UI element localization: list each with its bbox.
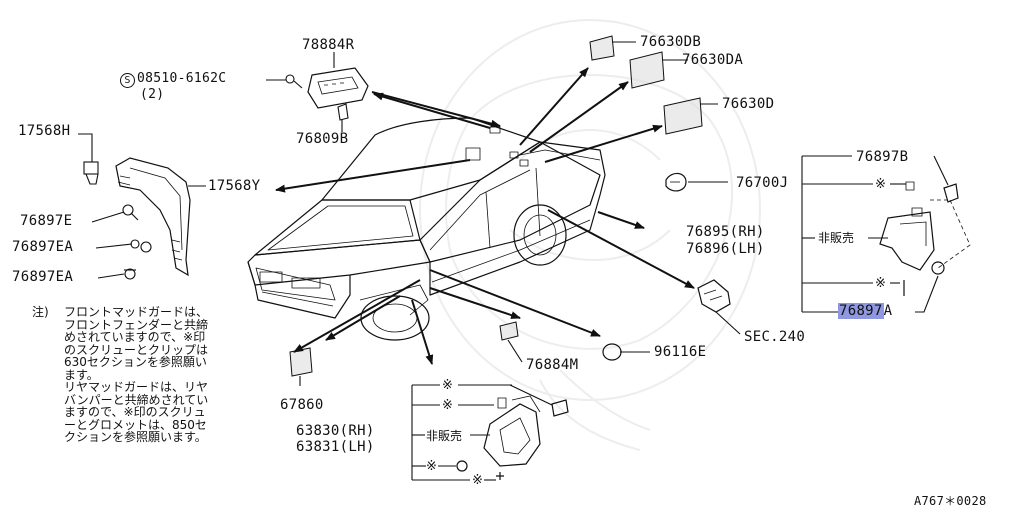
label-63830-RH: 63830(RH) [296, 423, 375, 439]
note-line: クションを参照願います。 [64, 430, 207, 444]
label-17568Y: 17568Y [208, 178, 261, 194]
watermark-emblem [419, 19, 761, 451]
note-line: 630セクションを参照願い [64, 355, 207, 369]
clip-76809B-shape [337, 103, 349, 128]
label-67860: 67860 [280, 397, 324, 413]
label-76630DB: 76630DB [640, 34, 702, 50]
label-sec240: SEC.240 [744, 329, 806, 345]
label-76630D: 76630D [722, 96, 775, 112]
plug-76700J-shape [665, 172, 687, 192]
label-76897EA-1: 76897EA [12, 239, 74, 255]
part-sec240-shape [697, 279, 731, 313]
label-76897A: 76897A [838, 303, 893, 319]
note-line: ーとグロメットは、850セ [64, 417, 207, 432]
bracket-right-group [801, 155, 949, 313]
screw-08510-shape [285, 74, 303, 89]
note-prefix: 注) [32, 305, 49, 319]
figure-code: A767＊0028 [914, 494, 987, 508]
mudguard-front-shape [456, 395, 569, 480]
label-76897B: 76897B [856, 149, 909, 165]
pad-76630DA-shape [629, 51, 665, 89]
part-78884R-shape [307, 67, 369, 109]
label-76897E: 76897E [20, 213, 73, 229]
note-text-block: フロントマッドガードは、 フロントフェンダーと共締 めされていますので、※印 の… [64, 306, 208, 444]
asterisk-marker: ※ [442, 378, 453, 393]
label-76809B: 76809B [296, 131, 349, 147]
note-line: リヤマッドガードは、リヤ [64, 380, 209, 394]
note-line: ますので、※印のスクリュ [64, 405, 206, 419]
note-line: バンパーと共締めされてい [64, 392, 209, 407]
pad-76630D-shape [663, 97, 703, 135]
asterisk-marker: ※ [875, 177, 886, 192]
label-76700J: 76700J [736, 175, 789, 191]
fastener-76897EA-2-shape [124, 268, 136, 280]
label-76895-RH: 76895(RH) [686, 224, 765, 240]
pad-67860-shape [289, 347, 313, 377]
label-96116E: 96116E [654, 344, 707, 360]
label-not-for-sale-front: 非販売 [426, 429, 463, 443]
label-08510-quantity: (2) [140, 87, 165, 102]
label-76897A-highlight: 76897 [838, 303, 884, 319]
fender-17568Y-shape [115, 157, 191, 277]
label-78884R: 78884R [302, 37, 355, 53]
note-line: フロントマッドガードは、 [64, 305, 209, 319]
asterisk-marker: ※ [442, 398, 453, 413]
mudguard-rear-right-shape [879, 181, 971, 296]
asterisk-marker: ※ [875, 276, 886, 291]
label-08510-number: 08510-6162C [137, 71, 227, 86]
clip-17568H-shape [83, 161, 99, 185]
label-not-for-sale-rear: 非販売 [818, 231, 855, 245]
label-76897EA-2: 76897EA [12, 269, 74, 285]
note-line: フロントフェンダーと共締 [64, 317, 209, 332]
label-76630DA: 76630DA [682, 52, 744, 68]
pad-76630DB-shape [589, 35, 615, 61]
s-circle-icon: S [120, 73, 135, 88]
fastener-76897E-shape [122, 204, 139, 221]
pointer-arrows [275, 67, 695, 365]
fastener-76897EA-1-shape [130, 239, 152, 253]
label-17568H: 17568H [18, 123, 71, 139]
note-line: のスクリューとクリップは [64, 342, 209, 357]
asterisk-marker: ※ [472, 473, 483, 488]
label-63831-LH: 63831(LH) [296, 439, 375, 455]
label-76896-LH: 76896(LH) [686, 241, 765, 257]
asterisk-marker: ※ [426, 459, 437, 474]
note-line: ます。 [64, 367, 99, 382]
car-body [247, 117, 606, 341]
bracket-front-group [411, 384, 553, 481]
label-76897A-suffix: A [883, 303, 893, 319]
note-line: めされていますので、※印 [64, 330, 206, 344]
pad-76884M-shape [499, 321, 519, 341]
label-76884M: 76884M [526, 357, 579, 373]
